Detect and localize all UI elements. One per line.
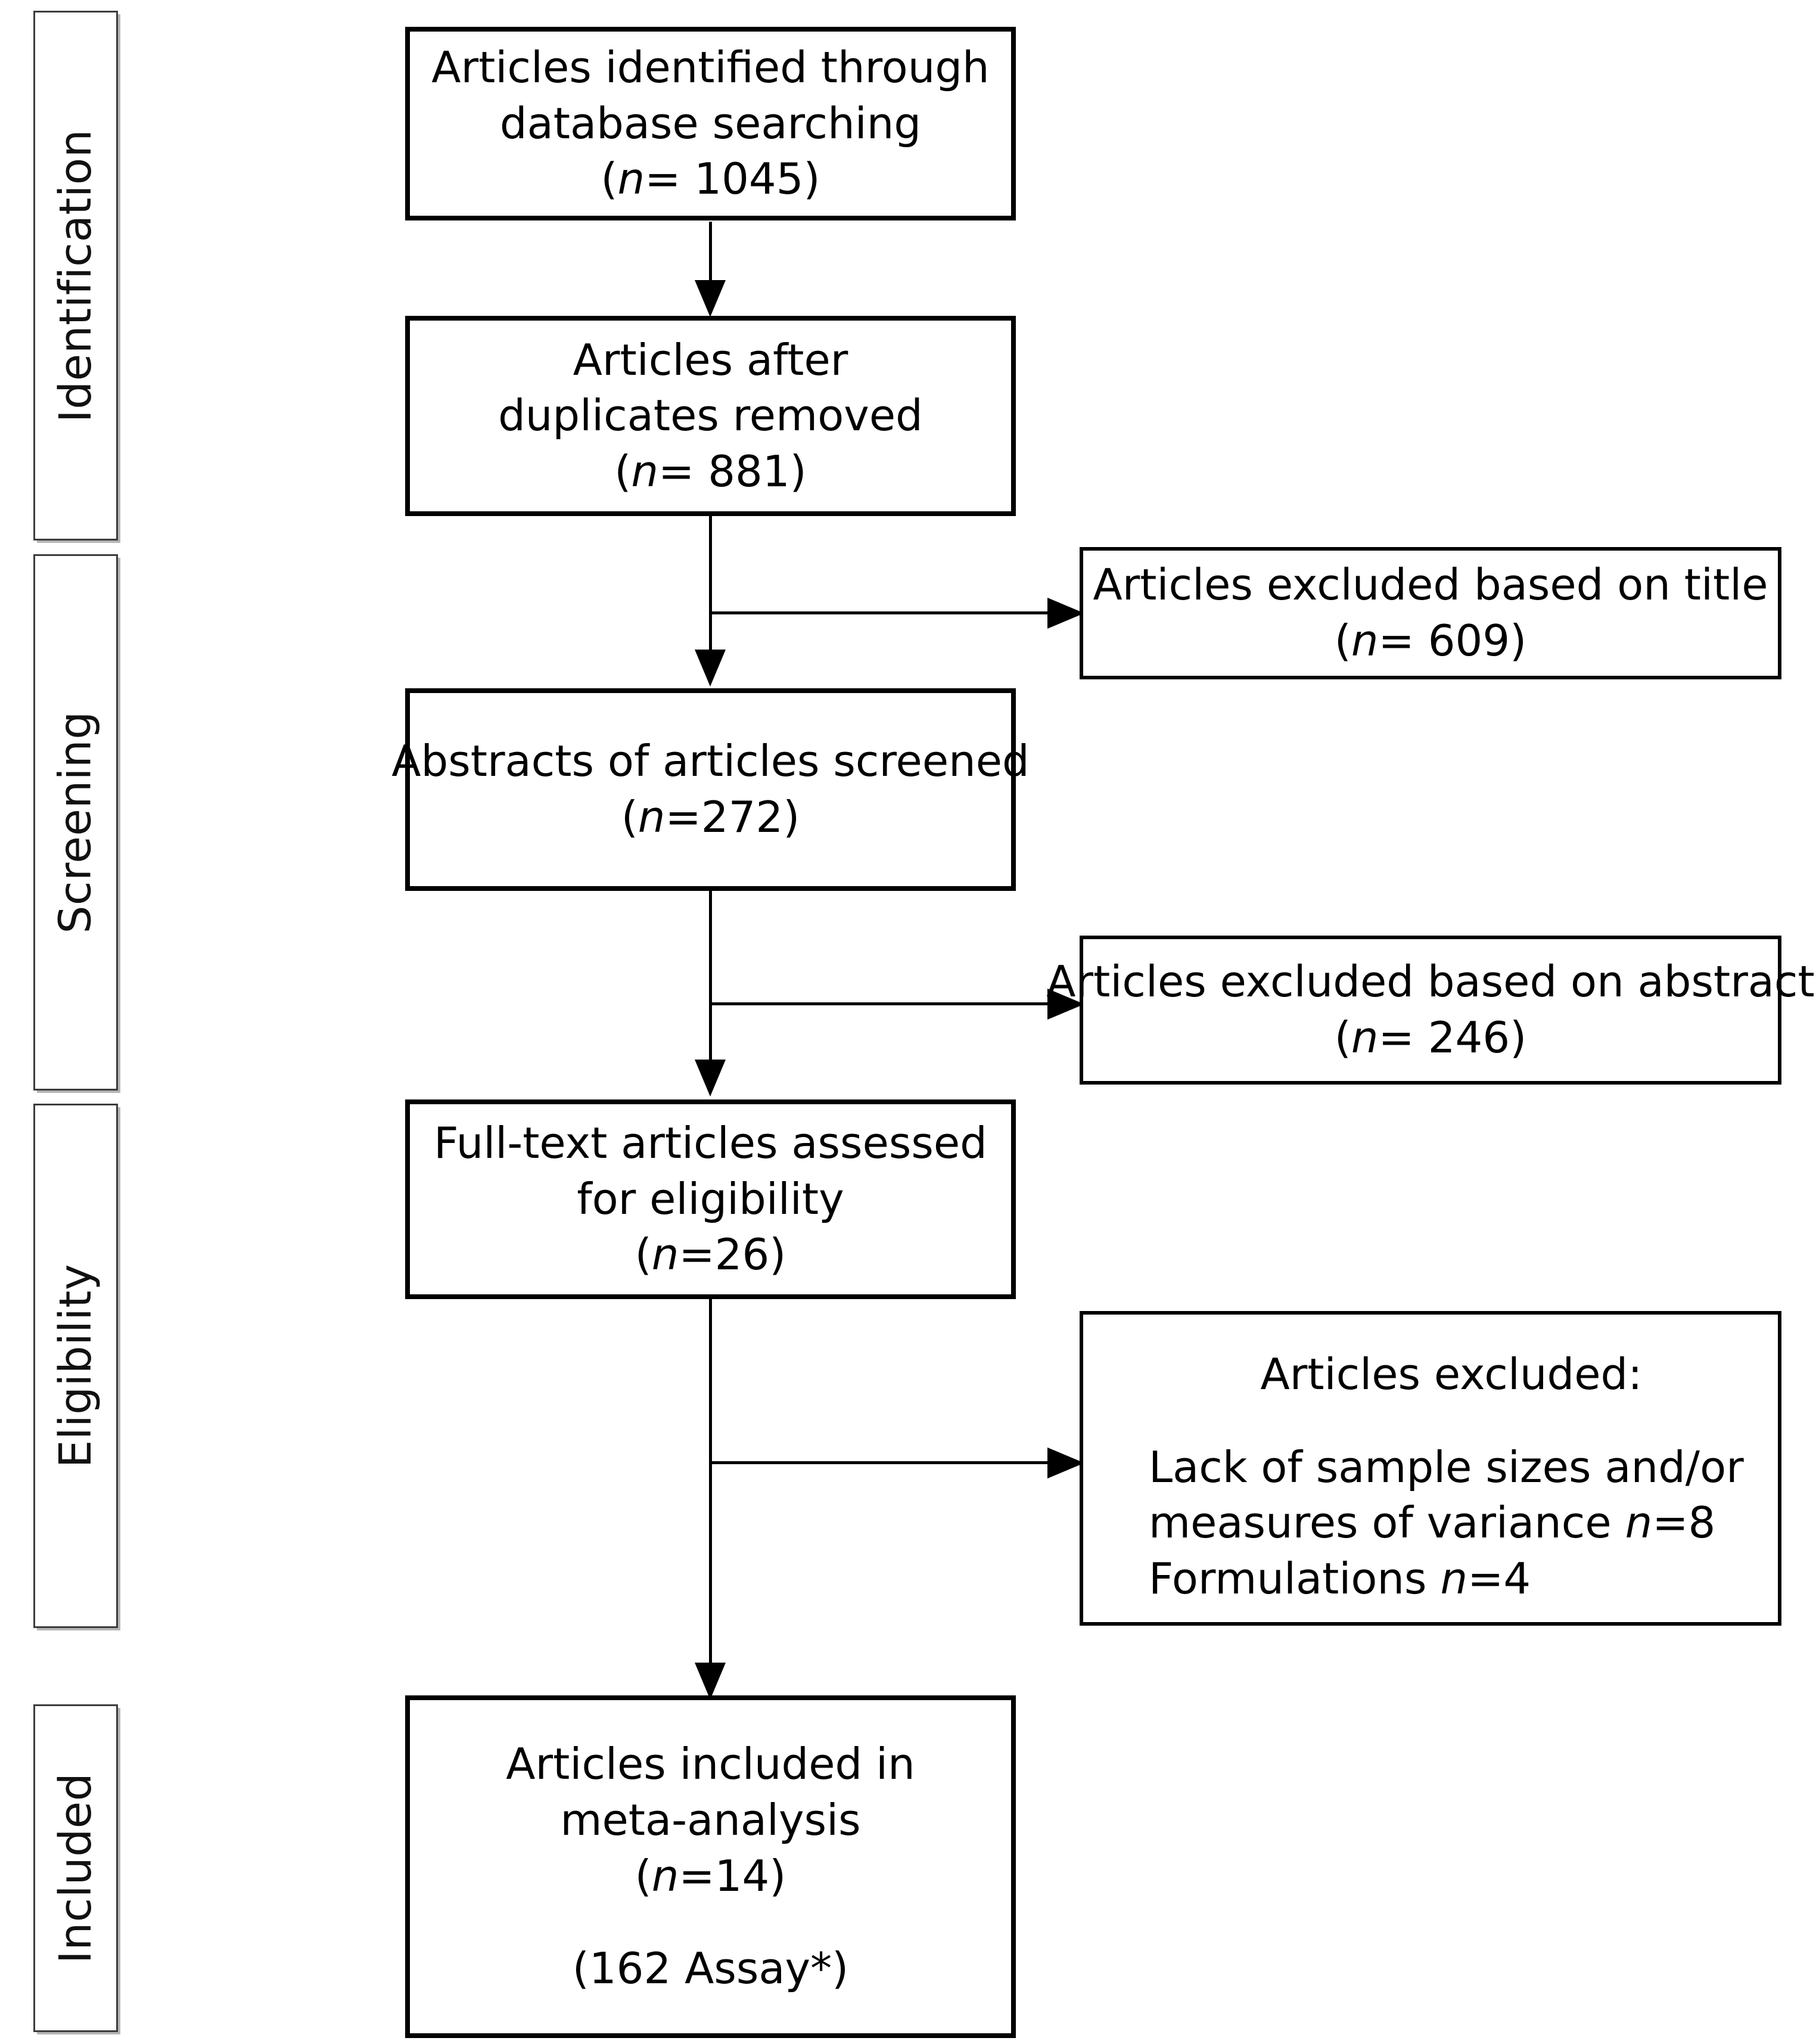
stage-box-eligibility: Eligibility <box>33 1104 118 1628</box>
paren-close: ) <box>769 1229 786 1280</box>
paren-open: ( <box>1334 616 1351 666</box>
flow-box-included-meta-count: (n=14) <box>635 1849 786 1905</box>
n-symbol: n <box>617 154 645 204</box>
count-value: = 609 <box>1378 616 1510 666</box>
n-symbol: n <box>651 1229 679 1280</box>
arrowhead-fulltext-to-included <box>695 1663 726 1700</box>
arrowhead-excluded-eligibility <box>1047 1447 1084 1478</box>
exclusion-box-eligibility-reason-1-line-1: Lack of sample sizes and/or <box>1149 1442 1744 1492</box>
arrowhead-abstracts-to-fulltext <box>695 1060 726 1096</box>
flow-box-deduplicated-line-1: Articles after <box>573 334 848 385</box>
exclusion-box-title-line-1: Articles excluded based on title <box>1093 560 1768 610</box>
stage-box-screening: Screening <box>33 554 118 1091</box>
stage-label-identification: Identification <box>50 129 102 423</box>
arrowhead-excluded-title <box>1047 598 1084 629</box>
flow-box-fulltext-assessed: Full-text articles assessed for eligibil… <box>405 1099 1016 1299</box>
flow-box-deduplicated: Articles after duplicates removed (n= 88… <box>405 316 1016 516</box>
flow-box-included-meta-assay: (162 Assay*) <box>572 1943 849 1994</box>
branch-line-excluded-title <box>710 611 1062 614</box>
arrowhead-dedup-to-abstracts <box>695 650 726 686</box>
count-value: = 246 <box>1378 1012 1510 1063</box>
exclusion-box-title: Articles excluded based on title (n= 609… <box>1080 547 1781 679</box>
arrowhead-identified-to-dedup <box>695 280 726 317</box>
flow-box-fulltext-assessed-line-2: for eligibility <box>577 1173 844 1224</box>
stage-label-screening: Screening <box>50 711 101 934</box>
exclusion-box-eligibility: Articles excluded: Lack of sample sizes … <box>1080 1311 1781 1626</box>
flow-box-included-meta-line-1: Articles included in <box>506 1739 915 1790</box>
paren-close: ) <box>789 446 807 496</box>
stage-label-eligibility: Eligibility <box>50 1263 101 1468</box>
connector-identified-to-dedup <box>709 222 712 287</box>
n-symbol: n <box>1440 1553 1468 1604</box>
flow-box-identified-line-2: database searching <box>499 98 922 148</box>
count-value: =272 <box>665 792 783 842</box>
reason-text: measures of variance <box>1149 1498 1625 1548</box>
stage-box-identification: Identification <box>33 11 118 540</box>
flow-box-abstracts-screened-count: (n=272) <box>621 790 800 846</box>
paren-open: ( <box>635 1229 652 1280</box>
exclusion-box-title-count: (n= 609) <box>1335 613 1526 669</box>
n-symbol: n <box>1625 1498 1653 1548</box>
flow-box-identified: Articles identified through database sea… <box>405 27 1016 220</box>
paren-close: ) <box>803 154 820 204</box>
n-symbol: n <box>631 446 658 496</box>
paren-close: ) <box>1510 616 1527 666</box>
count-value: =4 <box>1467 1553 1531 1604</box>
exclusion-box-abstract: Articles excluded based on abstract (n= … <box>1046 936 1815 1085</box>
paren-open: ( <box>1334 1012 1351 1063</box>
exclusion-box-eligibility-reason-1-line-2: measures of variance n=8 <box>1149 1495 1715 1551</box>
paren-open: ( <box>614 446 632 496</box>
flow-box-deduplicated-count: (n= 881) <box>614 444 806 500</box>
exclusion-box-eligibility-reason-2: Formulations n=4 <box>1149 1551 1531 1607</box>
count-value: =8 <box>1652 1498 1716 1548</box>
exclusion-box-abstract-line-1: Articles excluded based on abstract <box>1046 956 1815 1007</box>
paren-open: ( <box>601 154 618 204</box>
flow-box-identified-count: (n= 1045) <box>601 151 820 207</box>
stage-box-included: Included <box>33 1704 118 2032</box>
paren-open: ( <box>621 792 638 842</box>
connector-abstracts-to-fulltext <box>709 890 712 1063</box>
exclusion-box-abstract-count: (n= 246) <box>1335 1010 1526 1066</box>
connector-fulltext-to-included <box>709 1298 712 1667</box>
arrowhead-excluded-abstract <box>1047 989 1084 1020</box>
paren-close: ) <box>783 792 800 842</box>
n-symbol: n <box>651 1850 679 1901</box>
paren-open: ( <box>635 1850 652 1901</box>
n-symbol: n <box>638 792 666 842</box>
connector-dedup-to-abstracts <box>709 516 712 654</box>
count-value: = 1045 <box>645 154 804 204</box>
flow-box-included-meta-line-2: meta-analysis <box>560 1794 861 1845</box>
count-value: =14 <box>679 1850 770 1901</box>
reason-text: Formulations <box>1149 1553 1441 1604</box>
stage-label-included: Included <box>50 1772 101 1964</box>
branch-line-excluded-abstract <box>710 1002 1062 1005</box>
n-symbol: n <box>1351 616 1379 666</box>
branch-line-excluded-eligibility <box>710 1461 1062 1464</box>
count-value: = 881 <box>658 446 790 496</box>
flow-box-abstracts-screened-line-1: Abstracts of articles screened <box>391 736 1030 787</box>
paren-close: ) <box>1510 1012 1527 1063</box>
flow-box-included-meta: Articles included in meta-analysis (n=14… <box>405 1695 1016 2038</box>
count-value: =26 <box>679 1229 770 1280</box>
flow-box-fulltext-assessed-line-1: Full-text articles assessed <box>434 1118 987 1169</box>
flow-box-fulltext-assessed-count: (n=26) <box>635 1227 786 1283</box>
flow-box-abstracts-screened: Abstracts of articles screened (n=272) <box>391 688 1030 891</box>
n-symbol: n <box>1351 1012 1379 1063</box>
paren-close: ) <box>769 1850 786 1901</box>
exclusion-box-eligibility-heading: Articles excluded: <box>1260 1349 1643 1399</box>
flow-box-identified-line-1: Articles identified through <box>431 42 990 93</box>
flow-box-deduplicated-line-2: duplicates removed <box>498 390 923 441</box>
